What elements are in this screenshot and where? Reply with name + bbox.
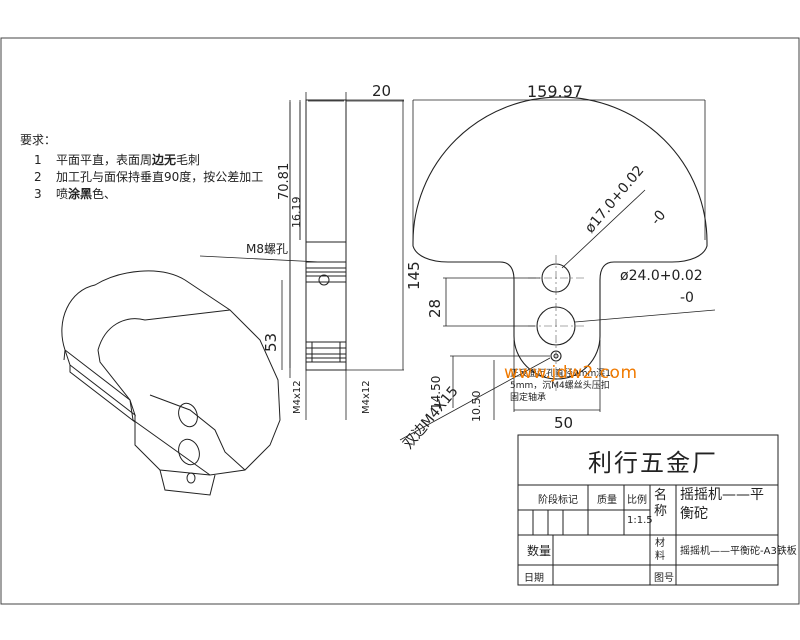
- date-label: 日期: [524, 573, 544, 584]
- side-view-dimension-lines: [289, 100, 404, 368]
- material-label: 材料: [655, 538, 665, 562]
- dim-height-70: 70.81: [277, 162, 292, 200]
- dim-height-53: 53: [262, 332, 280, 352]
- company-name: 利行五金厂: [588, 449, 718, 477]
- col-stage-mark: 阶段标记: [538, 495, 578, 506]
- dim-m4-left: M4x12: [292, 380, 303, 414]
- requirements-title: 要求：: [20, 133, 57, 147]
- dim-diameter-24: ø24.0+0.02: [620, 268, 703, 284]
- dim-height-145: 145: [405, 261, 423, 290]
- scale-value: 1:1.5: [627, 515, 653, 526]
- material-value: 摇摇机——平衡砣-A3铁板: [680, 546, 797, 557]
- dim-height-10-50: 10.50: [470, 390, 483, 423]
- hole-note: 正反面沉孔直径9mm深1. 5mm，沉M4螺丝头压扣 固定轴承: [510, 369, 614, 403]
- dim-width-50: 50: [554, 414, 574, 432]
- drawing-border: [0, 37, 800, 605]
- drawing-number-label: 图号: [654, 573, 674, 584]
- col-weight: 质量: [597, 495, 617, 506]
- title-block: [517, 434, 779, 586]
- front-view-dimension-lines: [399, 99, 716, 441]
- site-watermark: www.jdw2.com: [504, 363, 638, 383]
- dim-m4-right: M4x12: [361, 380, 372, 414]
- side-view: [199, 92, 404, 420]
- dim-height-16: 16.19: [290, 196, 303, 229]
- quantity-label: 数量: [527, 544, 552, 558]
- dim-height-28: 28: [426, 298, 444, 318]
- name-value: 摇摇机——平衡砣: [680, 487, 764, 522]
- dim-m8-hole: M8螺孔: [246, 242, 288, 256]
- front-view-centerlines: [528, 255, 584, 392]
- isometric-view: [61, 270, 281, 496]
- col-scale: 比例: [627, 495, 647, 506]
- dim-big-width: 159.97: [527, 82, 583, 101]
- dim-top-width: 20: [372, 82, 392, 100]
- name-label: 名称: [654, 488, 668, 519]
- dim-diameter-24-tolerance: -0: [680, 290, 694, 306]
- front-view: [412, 96, 708, 380]
